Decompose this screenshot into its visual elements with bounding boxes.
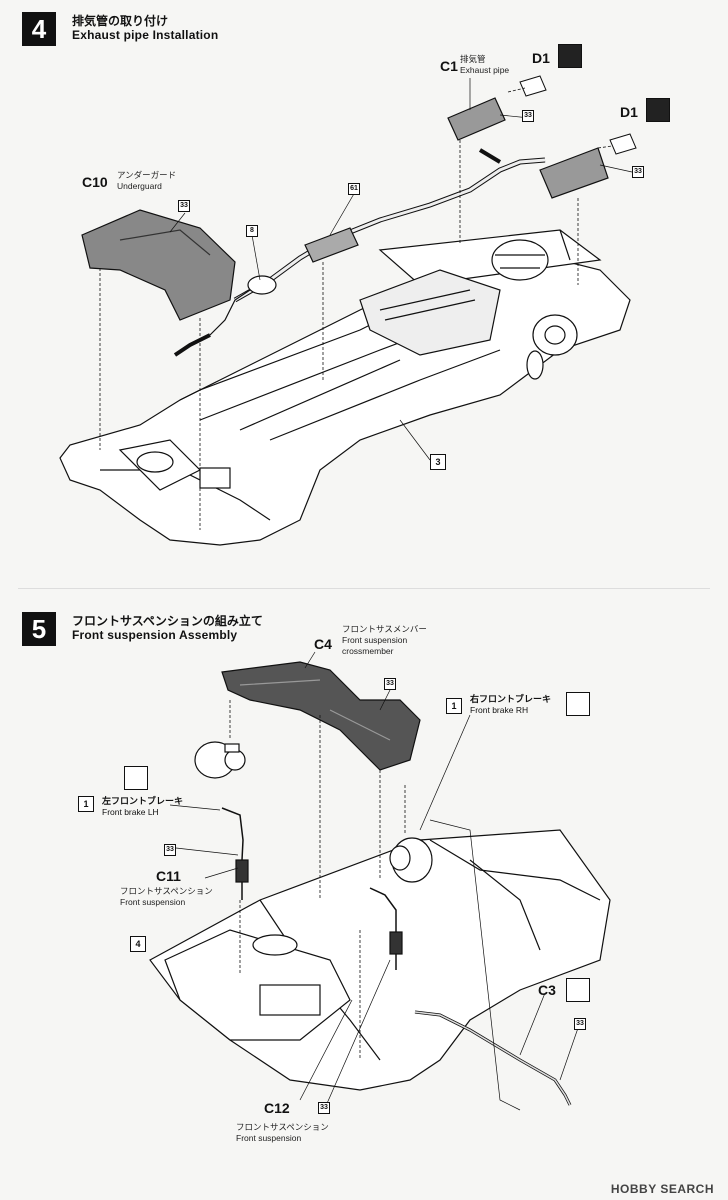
color-code-33-f: 33 [574,1018,586,1030]
part-c4-code: C4 [314,636,332,652]
paint-icon-brake-lh [124,766,148,790]
paint-icon-c3 [566,978,590,1002]
step-4-title-jp: 排気管の取り付け [72,14,169,28]
step-4-illustration [59,75,637,546]
part-d1-code-a: D1 [532,50,550,66]
color-code-33-d: 33 [384,678,396,690]
part-c12-jp: フロントサスペンション [236,1122,329,1132]
color-code-33-g: 33 [318,1102,330,1114]
color-code-61: 61 [348,183,360,195]
color-code-33-c: 33 [632,166,644,178]
step-5-title: フロントサスペンションの組み立て Front suspension Assemb… [72,614,263,642]
paint-icon-brake-rh [566,692,590,716]
step-4-title-en: Exhaust pipe Installation [72,28,219,42]
part-c11-jp: フロントサスペンション [120,886,213,896]
step-5-title-jp: フロントサスペンションの組み立て [72,614,263,628]
part-c10-en: Underguard [117,181,162,191]
ref-step-4: 4 [130,936,146,952]
part-c10-code: C10 [82,174,108,190]
step-5-title-en: Front suspension Assembly [72,628,238,642]
brake-lh-jp: 左フロントブレーキ [102,796,184,806]
part-c1-en: Exhaust pipe [460,65,510,75]
part-c12-en: Front suspension [236,1133,302,1143]
ref-step-1-lh: 1 [78,796,94,812]
color-code-33-e: 33 [164,844,176,856]
color-code-33-a: 33 [178,200,190,212]
step-4-title: 排気管の取り付け Exhaust pipe Installation [72,14,218,42]
color-code-33-b: 33 [522,110,534,122]
part-c4-en2: crossmember [342,646,394,656]
part-d1-code-b: D1 [620,104,638,120]
part-c4-jp: フロントサスメンバー [342,624,427,634]
part-c1-jp: 排気管 [460,54,486,64]
paint-icon-d1-a [558,44,582,68]
brake-rh-label: 右フロントブレーキ Front brake RH [470,694,551,715]
part-c4-en1: Front suspension [342,635,408,645]
brake-rh-en: Front brake RH [470,705,529,715]
ref-step-1-rh: 1 [446,698,462,714]
step-4-number: 4 [22,12,56,46]
part-c10-jp: アンダーガード [117,170,177,180]
part-c12-code: C12 [264,1100,290,1116]
part-c3-code: C3 [538,982,556,998]
step-divider [18,588,710,589]
part-c11-code: C11 [156,868,181,884]
watermark-logo: HOBBY SEARCH [610,1182,714,1196]
part-c1-label: C1 [440,58,458,76]
brake-lh-en: Front brake LH [102,807,159,817]
part-c11-en: Front suspension [120,897,186,907]
color-code-8: 8 [246,225,258,237]
ref-step-3: 3 [430,454,446,470]
step-5-number: 5 [22,612,56,646]
paint-icon-d1-b [646,98,670,122]
brake-rh-jp: 右フロントブレーキ [470,694,552,704]
brake-lh-label: 左フロントブレーキ Front brake LH [102,796,183,817]
part-c1-code: C1 [440,58,458,74]
